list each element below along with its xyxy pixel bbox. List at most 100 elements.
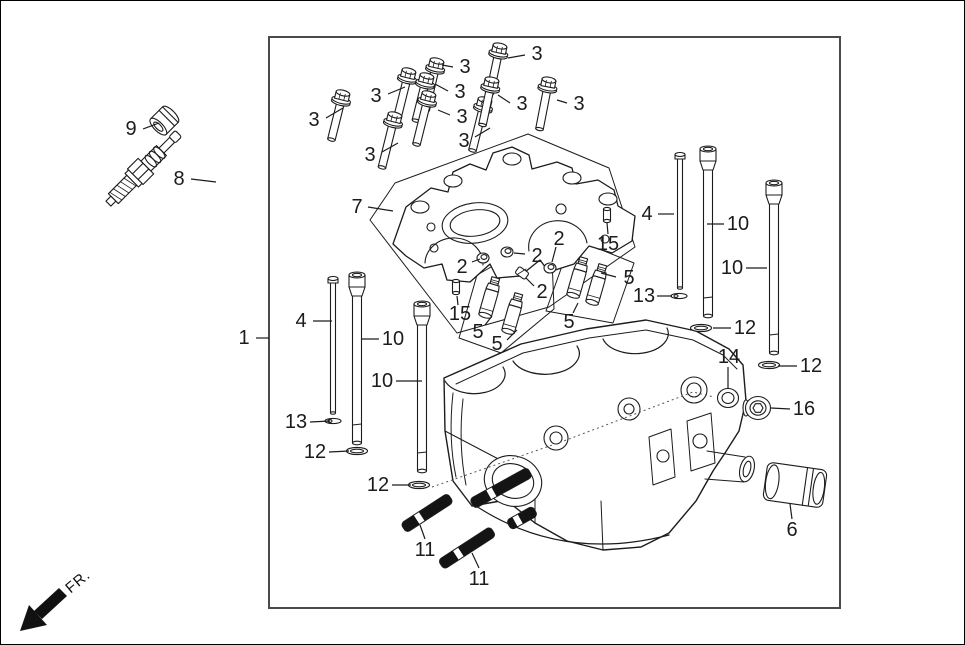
sealing-washer (716, 387, 740, 409)
part-number-label: 2 (531, 245, 542, 267)
dowel-pin (476, 252, 490, 264)
cylinder-bolt (348, 271, 366, 446)
part-number-label: 5 (472, 321, 483, 343)
leader-line (525, 277, 535, 287)
part-number-label: 2 (456, 256, 467, 278)
leader-line (556, 99, 568, 104)
part-number-label: 10 (721, 257, 743, 279)
part-number-label: 2 (536, 281, 547, 303)
leader-line (328, 450, 350, 453)
straight-pin (602, 206, 612, 224)
dowel-pin (515, 266, 529, 280)
flange-bolt (535, 76, 558, 132)
fr-arrow-head (20, 605, 47, 631)
part-number-label: 10 (727, 213, 749, 235)
group-outline (369, 133, 636, 334)
fr-direction-indicator: FR. (20, 566, 94, 631)
part-number-label: 15 (449, 303, 471, 325)
valve-guide (566, 256, 589, 299)
o-ring (757, 360, 781, 370)
part-number-label: 6 (786, 519, 797, 541)
leader-line (507, 54, 526, 59)
part-number-label: 7 (351, 196, 362, 218)
part-number-label: 11 (469, 568, 490, 590)
dowel-pin (543, 262, 557, 274)
part-number-label: 5 (491, 333, 502, 355)
spark-plug (105, 130, 182, 207)
part-number-label: 10 (382, 328, 404, 350)
part-number-label: 12 (367, 474, 389, 496)
part-number-label: 3 (573, 93, 584, 115)
part-number-label: 12 (734, 317, 756, 339)
part-number-label: 10 (371, 370, 393, 392)
part-number-label: 3 (456, 106, 467, 128)
part-number-label: 3 (458, 130, 469, 152)
part-number-label: 8 (173, 168, 184, 190)
stud-bolt (470, 468, 532, 508)
flange-bolt (377, 111, 403, 170)
leader-line (484, 315, 493, 326)
leader-line (441, 64, 454, 68)
leader-line (600, 272, 617, 278)
flange-bolt (327, 89, 351, 142)
cylinder-bolt (765, 179, 783, 356)
part-number-label: 11 (415, 539, 436, 561)
part-number-label: 14 (718, 346, 740, 368)
leader-line (551, 246, 557, 263)
cylinder-bolt (699, 145, 717, 319)
valve-guide (585, 263, 608, 306)
o-ring (407, 480, 431, 490)
cylinder-head-drawing (431, 319, 756, 551)
long-dowel-rod (327, 275, 339, 415)
plug-cap (149, 105, 180, 136)
straight-pin (451, 278, 461, 296)
flange-bolt (478, 76, 501, 128)
leader-line (190, 178, 217, 183)
leader-line (437, 109, 451, 116)
part-number-label: 12 (800, 355, 822, 377)
fr-arrow (34, 588, 67, 619)
stud-bolt (439, 527, 495, 569)
leader-line (471, 552, 480, 569)
flange-bolt (411, 72, 435, 123)
group-outline (545, 237, 635, 324)
leader-line (471, 258, 481, 263)
end-cap (762, 462, 828, 508)
leader-line (506, 329, 518, 341)
part-number-label: 12 (304, 441, 326, 463)
fr-label: FR. (62, 566, 94, 596)
leader-line (474, 127, 491, 138)
part-number-label: 5 (563, 311, 574, 333)
sealing-bolt (742, 395, 772, 421)
stud-bolt (507, 506, 537, 530)
flange-bolt (485, 42, 509, 96)
part-number-label: 3 (531, 43, 542, 65)
part-number-label: 5 (623, 267, 634, 289)
part-number-label: 9 (125, 118, 136, 140)
cylinder-bolt (413, 300, 431, 474)
leader-line (142, 122, 160, 130)
leader-line (381, 142, 399, 153)
part-number-label: 3 (516, 93, 527, 115)
part-number-label: 3 (459, 56, 470, 78)
small-pin (670, 292, 688, 300)
o-ring (345, 446, 369, 456)
o-ring (689, 323, 713, 333)
long-dowel-rod (674, 151, 686, 290)
part-number-label: 3 (308, 109, 319, 131)
leader-line (456, 295, 459, 306)
part-number-label: 3 (364, 144, 375, 166)
valve-guide (478, 276, 501, 319)
part-number-label: 13 (633, 285, 655, 307)
part-number-label: 2 (553, 228, 564, 250)
leader-line (789, 503, 793, 520)
small-pin (324, 417, 342, 425)
part-number-label: 16 (793, 398, 815, 420)
leader-line (434, 83, 449, 92)
flange-bolt (392, 67, 417, 124)
leader-line (606, 222, 609, 235)
leader-line (309, 420, 331, 423)
part-number-label: 15 (597, 233, 619, 255)
